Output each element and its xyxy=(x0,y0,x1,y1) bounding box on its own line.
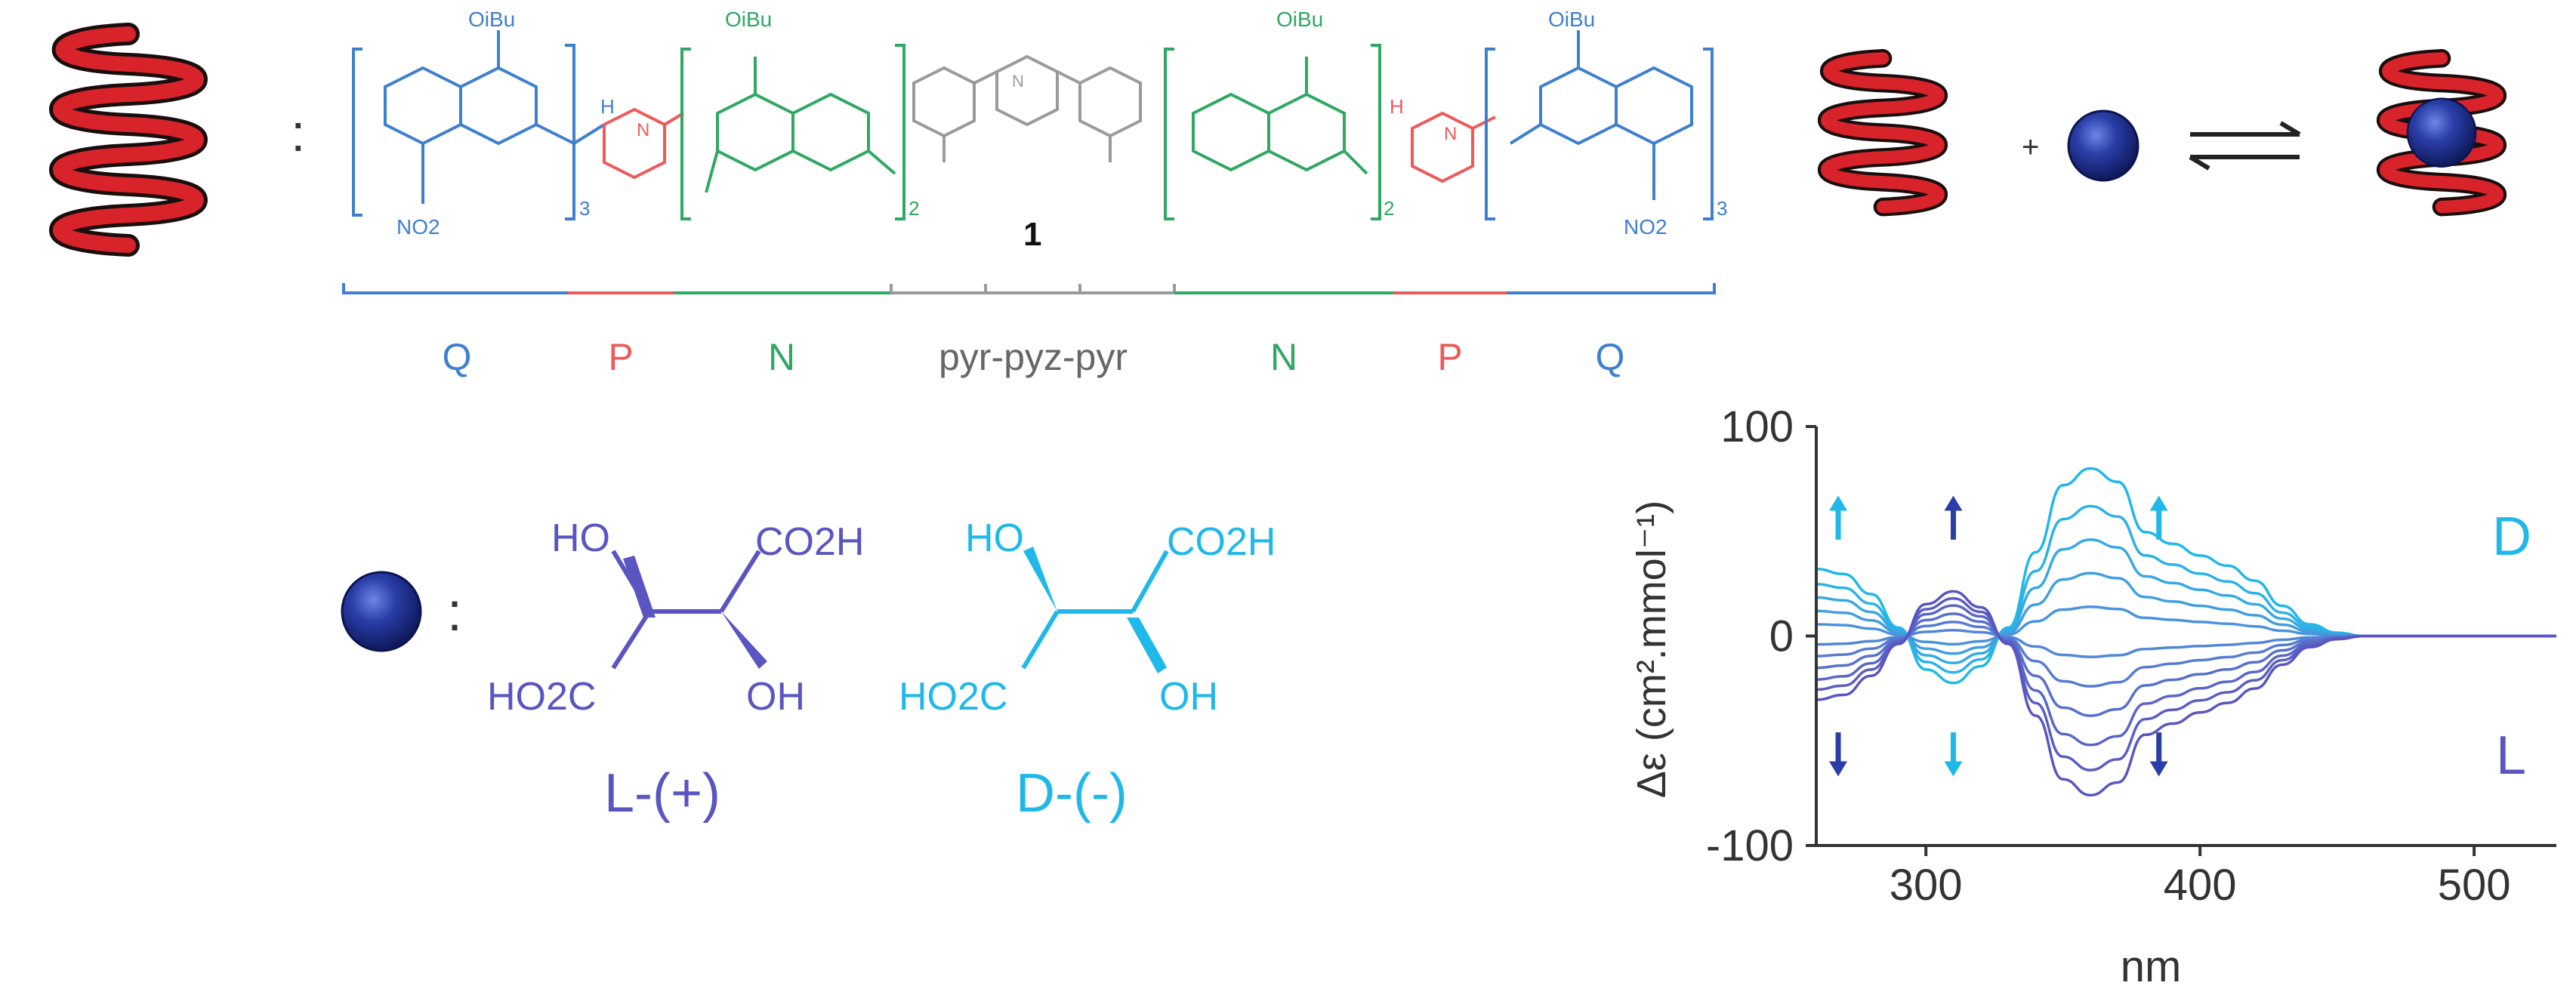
nh-label-q-left: H xyxy=(600,95,615,118)
d-tartaric-label: D-(-) xyxy=(1016,763,1128,824)
pyridine-unit-right xyxy=(1411,111,1496,183)
y-tick-label: 100 xyxy=(1720,402,1794,451)
y-tick-label: 0 xyxy=(1769,612,1794,661)
q-subscript-left: 3 xyxy=(579,197,590,220)
no2-label-q-left: NO2 xyxy=(396,215,440,239)
cd-series-line-2 xyxy=(1816,538,2556,664)
equilibrium-arrows-icon xyxy=(2189,121,2301,171)
p-left-n-label: N xyxy=(637,120,649,140)
helix-left-icon xyxy=(49,23,208,257)
l-tartaric-acid: HO CO2H HO2C OH L-(+) xyxy=(487,516,864,824)
x-tick-label: 500 xyxy=(2438,861,2511,910)
chart-arrows-group xyxy=(1829,495,2168,777)
segment-label: Q xyxy=(443,336,472,378)
series-label-l: L xyxy=(2496,725,2526,786)
segment-label: P xyxy=(1437,336,1462,378)
d-tartaric-acid: HO CO2H HO2C OH D-(-) xyxy=(899,516,1276,824)
obu-label-q-left: OiBu xyxy=(468,8,515,31)
arrow-up-icon-2 xyxy=(1944,495,1963,540)
d-ho-label: HO xyxy=(965,516,1024,560)
segment-label: Q xyxy=(1596,336,1625,378)
obu-label-n-left: OiBu xyxy=(725,8,772,31)
oligomer-structure: OiBu NO2 3 H N OiBu 2 xyxy=(352,8,1727,253)
l-ho-label: HO xyxy=(551,516,610,560)
l-ho2c-label: HO2C xyxy=(487,675,596,719)
x-tick-label: 400 xyxy=(2164,861,2237,910)
series-label-d: D xyxy=(2492,507,2531,567)
arrow-down-icon-1 xyxy=(1829,732,1848,777)
chart-ticks-group: 100 0 -100 300 400 500 xyxy=(1706,402,2511,910)
nh-label-p-right: H xyxy=(1390,95,1404,118)
pyridine-unit-left xyxy=(603,107,685,180)
segment-label: pyr-pyz-pyr xyxy=(939,336,1128,378)
p-right-n-label: N xyxy=(1444,124,1457,144)
central-pyr-pyz-pyr xyxy=(912,54,1142,162)
plus-sign: + xyxy=(2022,131,2039,164)
segment-label: N xyxy=(1270,336,1297,378)
arrow-down-icon-3 xyxy=(1944,732,1963,777)
segment-label: P xyxy=(608,336,633,378)
naphthyridine-unit-right xyxy=(1164,44,1381,220)
guest-ball-icon xyxy=(2067,109,2139,182)
q-subscript-right: 3 xyxy=(1717,197,1727,220)
cd-series-line-0 xyxy=(1816,467,2556,685)
helix-reactant-icon xyxy=(1818,49,1948,217)
d-oh-label: OH xyxy=(1159,675,1218,719)
n-subscript-left: 2 xyxy=(909,197,919,220)
segment-brackets xyxy=(342,283,1716,294)
guest-ball-legend-icon xyxy=(341,571,422,652)
l-tartaric-label: L-(+) xyxy=(604,763,720,824)
arrow-up-icon-0 xyxy=(1829,495,1848,540)
cd-spectrum-chart: 100 0 -100 300 400 500 Δε (cm².mmol⁻¹) nm D L xyxy=(1629,402,2556,991)
cd-series-line-5 xyxy=(1816,628,2556,659)
cd-series-line-9 xyxy=(1816,597,2556,772)
helix-complex-icon xyxy=(2377,49,2507,217)
arrow-down-icon-5 xyxy=(2149,732,2168,777)
compound-number: 1 xyxy=(1023,216,1041,253)
pyz-n-label: N xyxy=(1012,72,1024,91)
no2-label-q-right: NO2 xyxy=(1624,215,1667,239)
naphthyridine-unit-left xyxy=(680,44,905,220)
y-tick-label: -100 xyxy=(1706,821,1794,870)
x-axis-label: nm xyxy=(2121,942,2182,991)
d-ho2c-label: HO2C xyxy=(899,675,1007,719)
colon-left: : xyxy=(291,103,305,162)
l-oh-label: OH xyxy=(746,675,805,719)
y-axis-label: Δε (cm².mmol⁻¹) xyxy=(1629,501,1674,799)
quinoline-unit-right xyxy=(1485,30,1714,220)
x-tick-label: 300 xyxy=(1890,861,1963,910)
chart-series-group xyxy=(1816,467,2556,797)
colon-guest: : xyxy=(447,582,462,642)
l-co2h-label: CO2H xyxy=(755,520,864,564)
obu-label-n-right: OiBu xyxy=(1276,8,1323,31)
cd-series-line-10 xyxy=(1816,590,2556,797)
d-co2h-label: CO2H xyxy=(1167,520,1276,564)
n-subscript-right: 2 xyxy=(1384,197,1394,220)
segment-labels: Q P N pyr-pyz-pyr N P Q xyxy=(443,336,1625,378)
quinoline-unit-left xyxy=(352,30,606,220)
segment-label: N xyxy=(768,336,795,378)
obu-label-q-right: OiBu xyxy=(1548,8,1595,31)
cd-series-line-7 xyxy=(1816,612,2556,717)
arrow-up-icon-4 xyxy=(2149,495,2168,540)
